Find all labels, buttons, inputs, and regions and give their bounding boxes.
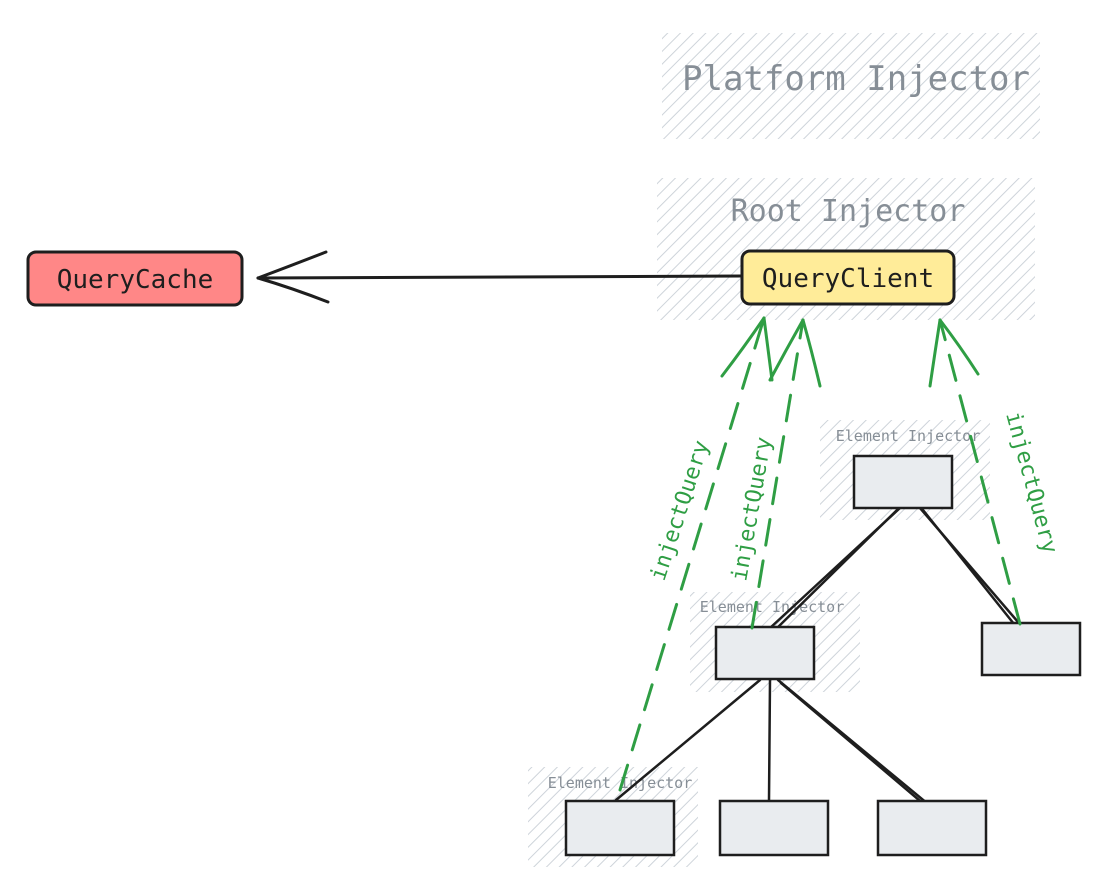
element-injector-title-2: Element Injector <box>700 598 845 616</box>
inject-label-2: injectQuery <box>727 435 777 583</box>
query-cache-label: QueryCache <box>57 265 214 295</box>
inject-arrow-3 <box>928 318 1022 626</box>
query-client-label: QueryClient <box>762 264 934 294</box>
client-to-cache-arrow <box>256 250 744 304</box>
query-client-node: QueryClient <box>740 249 956 306</box>
element-box-bottom-middle <box>718 799 830 857</box>
element-injector-title-3: Element Injector <box>548 774 693 792</box>
root-injector-title: Root Injector <box>731 194 966 229</box>
element-box-bottom-right <box>876 799 988 857</box>
inject-label-3: injectQuery <box>1000 409 1062 556</box>
platform-injector-zone <box>662 33 1040 139</box>
element-injector-title-1: Element Injector <box>836 427 981 445</box>
inject-label-1: injectQuery <box>646 438 715 584</box>
platform-injector-title: Platform Injector <box>682 59 1030 99</box>
tree-edges <box>614 506 1020 808</box>
query-cache-node: QueryCache <box>26 250 244 307</box>
element-box-top <box>852 454 954 510</box>
inject-arrow-2 <box>750 318 822 630</box>
element-box-right <box>980 621 1082 677</box>
element-box-bottom-left <box>564 799 676 857</box>
element-box-middle <box>714 625 816 681</box>
